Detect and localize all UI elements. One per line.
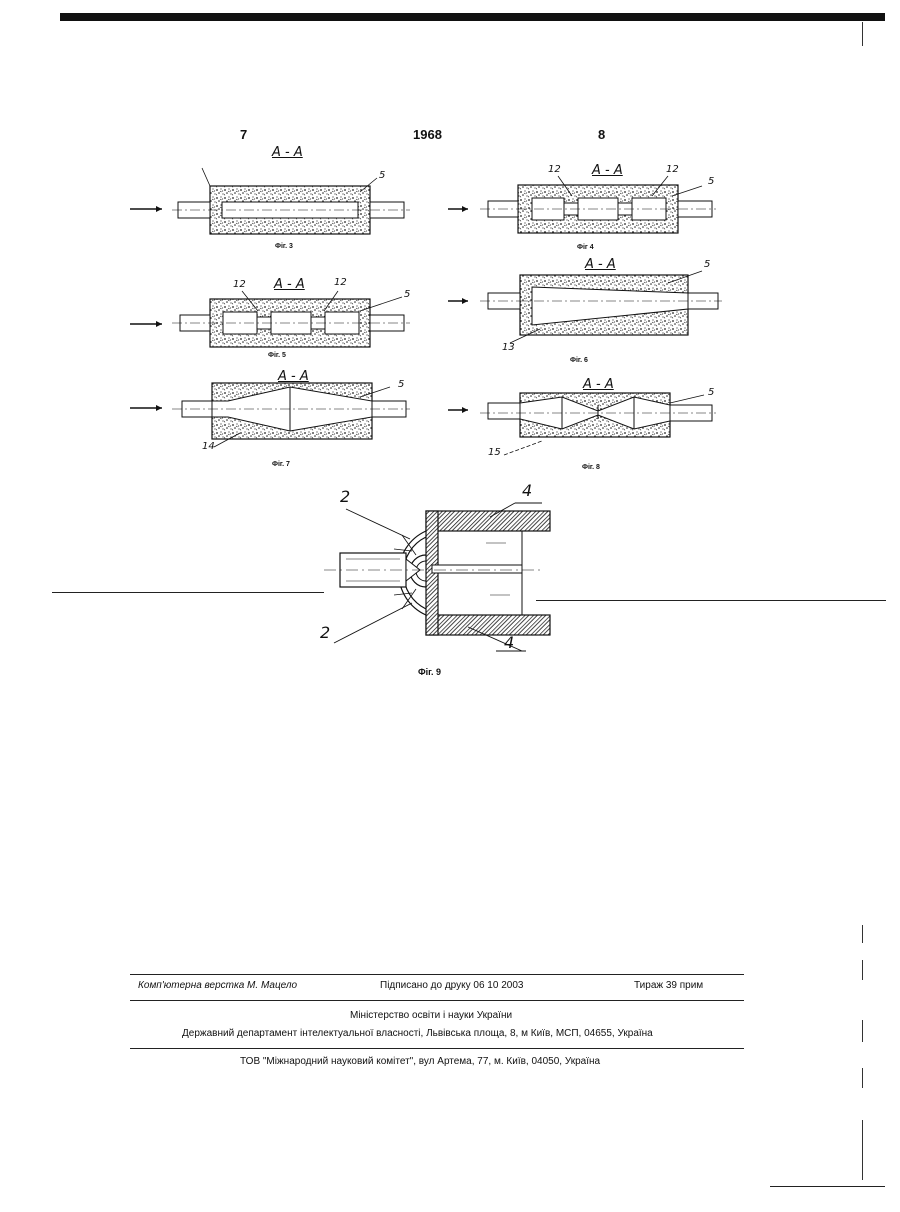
figure-6-caption: Фіг. 6 xyxy=(570,357,588,364)
page-number-right: 8 xyxy=(598,127,605,142)
figure-8-caption: Фіг. 8 xyxy=(582,464,600,471)
label-5: 5 xyxy=(708,176,714,187)
figure-3-drawing xyxy=(120,140,420,260)
footer-rule-top xyxy=(130,974,744,975)
label-5: 5 xyxy=(404,289,410,300)
margin-mark xyxy=(862,925,863,943)
label-12: 12 xyxy=(666,164,679,175)
footer-layout: Комп'ютерна верстка М. Мацело xyxy=(138,980,297,991)
scan-bottom-line xyxy=(770,1186,885,1187)
figure-7-caption: Фіг. 7 xyxy=(272,461,290,468)
scan-top-bar xyxy=(60,13,885,21)
footer-department: Державний департамент інтелектуальної вл… xyxy=(182,1028,653,1039)
label-5: 5 xyxy=(398,379,404,390)
scan-line-left xyxy=(52,592,324,593)
figure-9-caption: Фіг. 9 xyxy=(418,667,441,677)
label-12: 12 xyxy=(548,164,561,175)
label-13: 13 xyxy=(502,342,515,353)
footer-circulation: Тираж 39 прим xyxy=(634,980,703,991)
footer-publisher: ТОВ "Міжнародний науковий комітет", вул … xyxy=(240,1056,600,1067)
scan-right-mark xyxy=(862,22,863,46)
figure-3: A - A 5 Фіг. 3 xyxy=(120,140,420,260)
figure-5: A - A 12 12 5 Фіг. 5 xyxy=(120,273,430,368)
label-2: 2 xyxy=(340,487,350,506)
label-14: 14 xyxy=(202,441,215,452)
figure-7-drawing xyxy=(120,367,420,479)
footer-signed: Підписано до друку 06 10 2003 xyxy=(380,980,523,991)
margin-mark xyxy=(862,1120,863,1180)
footer-ministry: Міністерство освіти і науки України xyxy=(350,1010,512,1021)
label-12: 12 xyxy=(334,277,347,288)
label-5: 5 xyxy=(704,259,710,270)
figure-6: A - A 5 13 Фіг. 6 xyxy=(440,255,740,370)
label-12: 12 xyxy=(233,279,246,290)
figure-8: A - A 5 15 Фіг. 8 xyxy=(440,375,740,480)
figure-6-drawing xyxy=(440,255,740,370)
label-4: 4 xyxy=(504,633,514,652)
footer-rule-mid xyxy=(130,1000,744,1001)
label-15: 15 xyxy=(488,447,501,458)
figure-4: A - A 12 12 5 Фіг 4 xyxy=(440,158,740,258)
figure-9: 2 2 4 4 Фіг. 9 xyxy=(300,475,580,685)
label-5: 5 xyxy=(379,170,385,181)
label-5: 5 xyxy=(708,387,714,398)
margin-mark xyxy=(862,960,863,980)
figure-7: A - A 5 14 Фіг. 7 xyxy=(120,367,420,479)
margin-mark xyxy=(862,1068,863,1088)
label-2: 2 xyxy=(320,623,330,642)
figure-4-drawing xyxy=(440,158,740,258)
scan-line-right xyxy=(536,600,886,601)
margin-mark xyxy=(862,1020,863,1042)
figure-3-caption: Фіг. 3 xyxy=(275,243,293,250)
label-4: 4 xyxy=(522,481,532,500)
figure-5-caption: Фіг. 5 xyxy=(268,352,286,359)
figure-4-caption: Фіг 4 xyxy=(577,244,594,251)
footer-rule-bottom xyxy=(130,1048,744,1049)
